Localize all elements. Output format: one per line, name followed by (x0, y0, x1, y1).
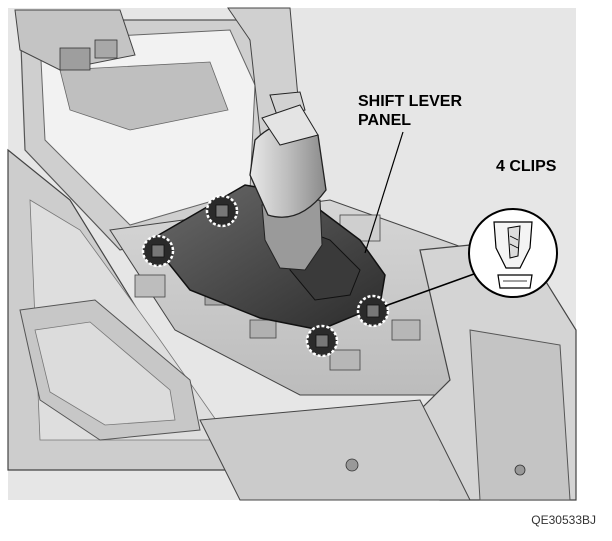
clip-marker (141, 234, 175, 268)
console-body (7, 7, 577, 501)
shift-lever-panel-label-line2: PANEL (358, 112, 412, 129)
clips-label: 4 CLIPS (496, 158, 557, 175)
shift-knob (249, 91, 327, 271)
panel-leader-line (364, 131, 404, 254)
clip-marker (305, 324, 339, 358)
shift-lever-panel-label-line1: SHIFT LEVER (358, 93, 463, 110)
shift-lever-panel-label: SHIFT LEVER PANEL (358, 92, 462, 130)
figure-id: QE30533BJ (531, 513, 596, 527)
clip-detail-inset (384, 208, 558, 307)
clip-markers (141, 194, 390, 358)
clip-marker (356, 294, 390, 328)
clip-marker (205, 194, 239, 228)
